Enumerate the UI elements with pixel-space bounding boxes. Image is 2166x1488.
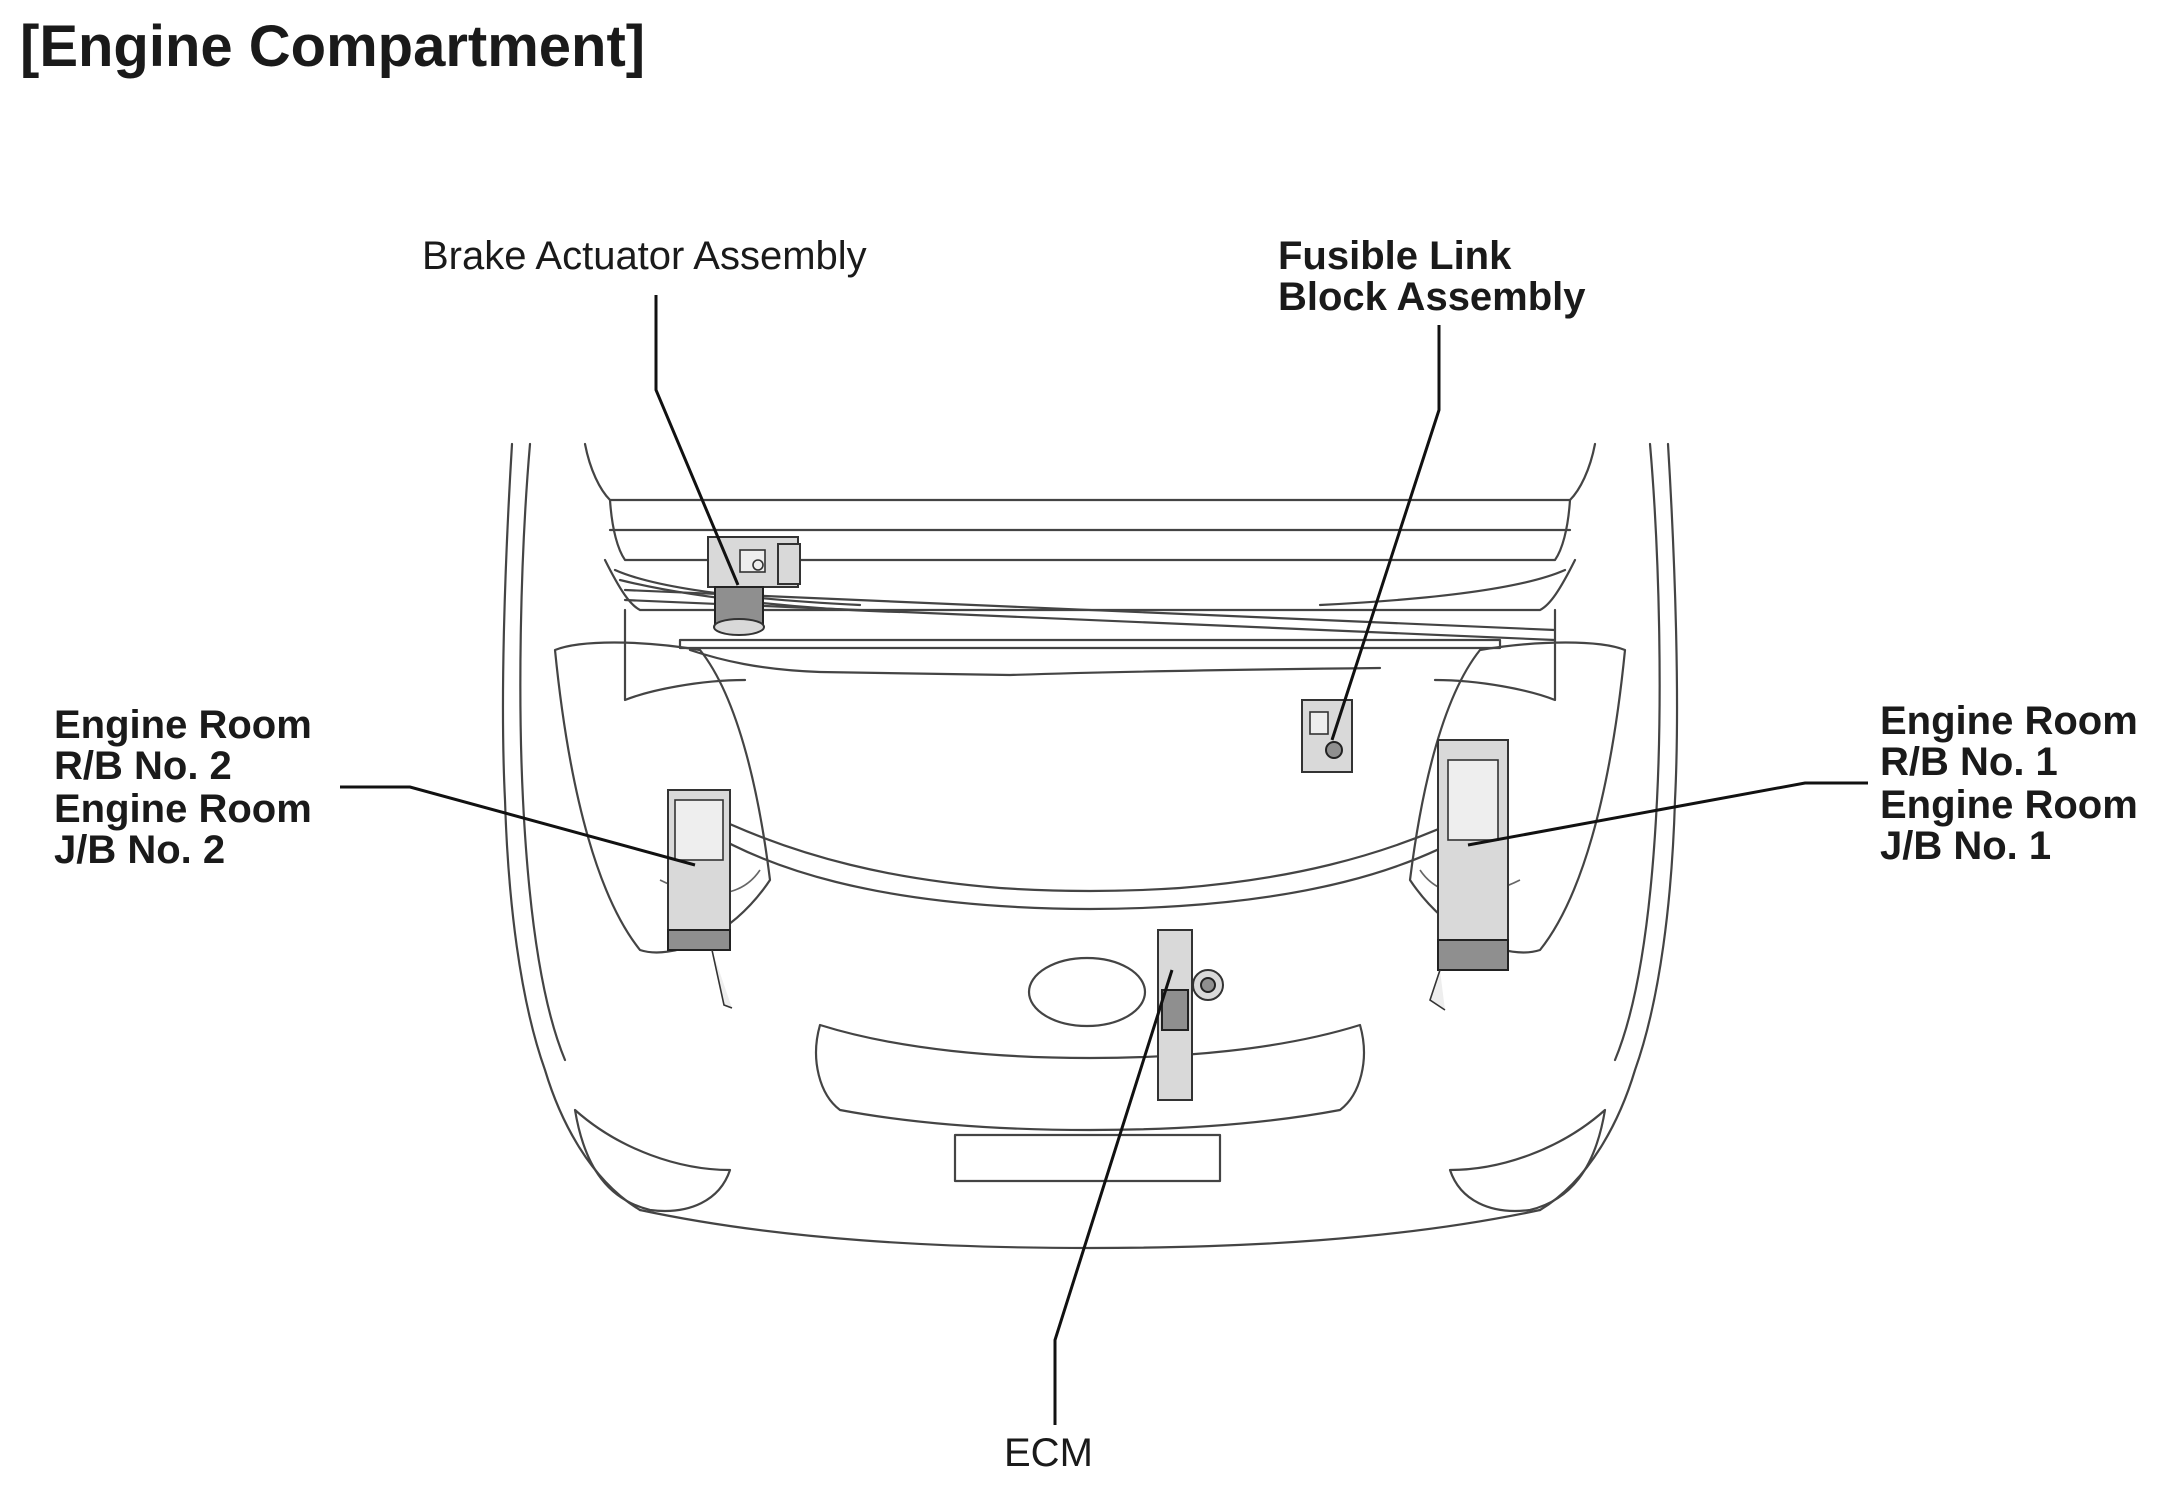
left-block-label-line1: Engine Room (54, 703, 312, 747)
brake-actuator-leader (654, 295, 740, 586)
ecm-component (1157, 929, 1224, 1101)
ecm-leader (1053, 969, 1174, 1425)
ecm-label: ECM (1004, 1431, 1093, 1475)
fusible-link-leader (1330, 325, 1441, 741)
right-block-label-line1: Engine Room (1880, 699, 2138, 743)
left-block-label-line4: J/B No. 2 (54, 828, 225, 872)
left-block-label-line2: R/B No. 2 (54, 744, 232, 788)
engine-room-rb2-jb2-component (667, 789, 733, 1009)
left-block-label-line3: Engine Room (54, 787, 312, 831)
right-block-label-line2: R/B No. 1 (1880, 740, 2058, 784)
page-title: [Engine Compartment] (20, 14, 645, 79)
brake-actuator-label: Brake Actuator Assembly (422, 234, 867, 278)
right-block-label-line4: J/B No. 1 (1880, 824, 2051, 868)
right-relay-block-leader (1467, 781, 1868, 847)
right-block-label-line3: Engine Room (1880, 783, 2138, 827)
left-relay-block-leader (340, 785, 696, 867)
fusible-link-block-component (1301, 699, 1353, 773)
engine-room-rb1-jb1-component (1429, 739, 1509, 1011)
fusible-link-label-line2: Block Assembly (1278, 275, 1586, 319)
brake-actuator-component (707, 536, 801, 636)
vehicle-front-outline (501, 442, 1679, 1250)
fusible-link-label-line1: Fusible Link (1278, 234, 1512, 278)
